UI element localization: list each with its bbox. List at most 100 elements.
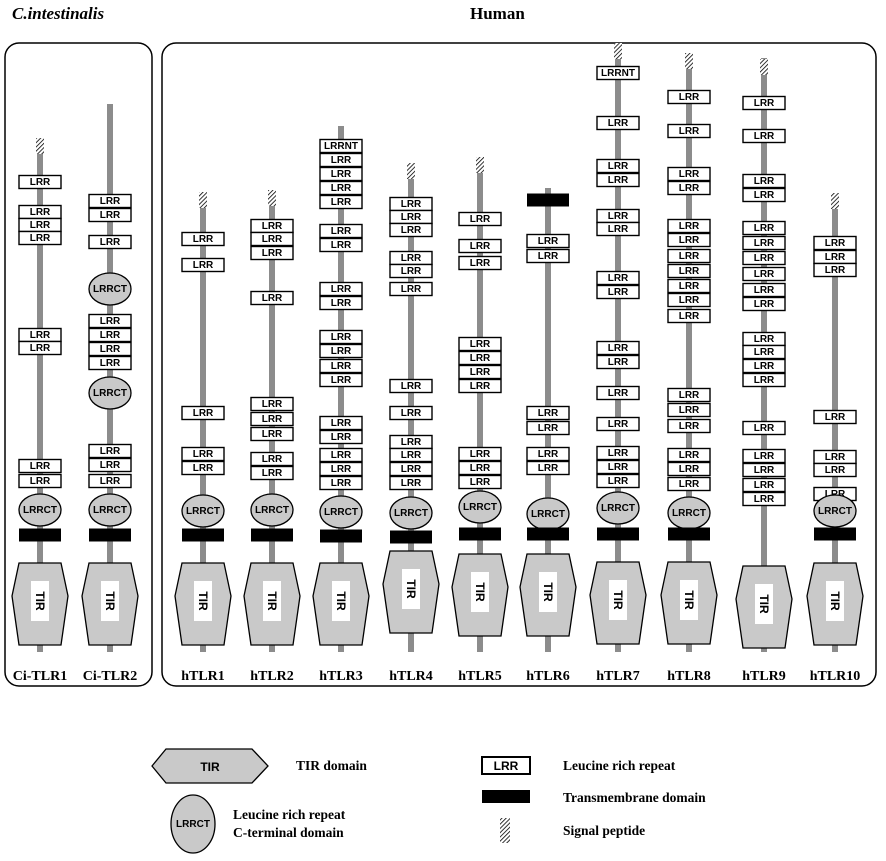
lrr-label: LRR <box>470 449 491 460</box>
lrr-label: LRR <box>401 464 422 475</box>
lrrct-domain <box>88 272 132 306</box>
lrr-box <box>742 448 786 464</box>
tir-inner-box <box>101 581 119 621</box>
lrr-label: LRR <box>331 418 352 429</box>
lrr-box <box>667 447 711 463</box>
lrr-label: LRR <box>754 253 775 264</box>
lrr-label: LRR <box>679 405 700 416</box>
lrr-box <box>667 263 711 279</box>
lrr-label: LRR <box>193 260 214 271</box>
lrr-label: LRR <box>538 251 559 262</box>
lrr-box <box>18 473 62 489</box>
lrr-box <box>526 446 570 462</box>
lrrct-domain <box>18 493 62 527</box>
lrr-label: LRR <box>100 460 121 471</box>
lrrct-label: LRRCT <box>93 388 127 399</box>
lrr-label: LRRNT <box>601 68 635 79</box>
lrr-label: LRR <box>470 353 491 364</box>
lrr-box <box>250 290 294 306</box>
lrr-label: LRR <box>679 281 700 292</box>
tir-label: TIR <box>682 590 696 610</box>
lrr-label: LRR <box>401 381 422 392</box>
lrr-label: LRR <box>470 381 491 392</box>
lrr-box <box>596 172 640 188</box>
tir-inner-box <box>402 569 420 609</box>
lrrct-domain <box>88 493 132 527</box>
tir-inner-box <box>755 584 773 624</box>
lrr-box <box>667 278 711 294</box>
signal-peptide <box>685 53 693 69</box>
lrr-box <box>181 231 225 247</box>
lrr-box <box>88 473 132 489</box>
lrr-box <box>742 477 786 493</box>
lrr-box <box>596 340 640 356</box>
lrr-box <box>319 281 363 297</box>
lrr-label: LRR <box>30 476 51 487</box>
lrr-box <box>526 460 570 476</box>
lrr-box <box>319 429 363 445</box>
receptor-htlr3: LRRNTLRRLRRLRRLRRLRRLRRLRRLRRLRRLRRLRRLR… <box>312 126 370 652</box>
lrr-box <box>181 257 225 273</box>
lrr-label: LRR <box>679 390 700 401</box>
lrr-label: LRR <box>331 375 352 386</box>
lrr-label: LRR <box>262 221 283 232</box>
tir-label: TIR <box>404 579 418 599</box>
lrr-label: LRR <box>608 211 629 222</box>
lrr-label: LRR <box>538 408 559 419</box>
lrrct-label: LRRCT <box>463 502 497 513</box>
lrr-label: LRR <box>679 221 700 232</box>
backbone-shaft <box>37 138 43 652</box>
lrr-label: LRR <box>401 408 422 419</box>
receptor-htlr4: LRRLRRLRRLRRLRRLRRLRRLRRLRRLRRLRRLRRLRRC… <box>382 163 440 652</box>
lrr-box <box>742 420 786 436</box>
lrrct-label: LRRCT <box>531 509 565 520</box>
lrr-label: LRR <box>608 224 629 235</box>
lrr-box <box>18 174 62 190</box>
lrr-box <box>319 447 363 463</box>
lrr-label: LRR <box>608 388 629 399</box>
lrr-label: LRR <box>100 476 121 487</box>
lrr-label: LRR <box>538 423 559 434</box>
lrr-box <box>596 416 640 432</box>
lrr-box <box>813 462 857 478</box>
receptor-label-htlr8: hTLR8 <box>667 669 711 684</box>
lrr-label: LRR <box>30 330 51 341</box>
backbone-shaft <box>477 157 483 652</box>
receptor-label-htlr3: hTLR3 <box>319 669 363 684</box>
legend-sp-symbol <box>500 818 510 843</box>
lrrct-domain <box>88 376 132 410</box>
lrr-box <box>88 313 132 329</box>
transmembrane-domain <box>182 528 224 542</box>
lrr-box <box>526 420 570 436</box>
lrr-box <box>667 166 711 182</box>
backbone-shaft <box>338 126 344 652</box>
lrr-label: LRR <box>679 92 700 103</box>
lrr-label: LRR <box>754 98 775 109</box>
lrr-label: LRR <box>825 265 846 276</box>
lrr-label: LRR <box>608 273 629 284</box>
lrr-box <box>596 158 640 174</box>
lrr-box <box>458 446 502 462</box>
lrr-label: LRR <box>331 432 352 443</box>
lrr-box <box>742 296 786 312</box>
lrr-label: LRR <box>679 266 700 277</box>
lrr-box <box>319 138 363 154</box>
lrr-box <box>389 475 433 491</box>
lrr-label: LRR <box>754 131 775 142</box>
lrr-label: LRR <box>193 463 214 474</box>
lrrct-domain <box>458 490 502 524</box>
lrr-box <box>596 385 640 401</box>
transmembrane-domain <box>527 527 569 541</box>
lrrct-label: LRRCT <box>394 508 428 519</box>
tir-inner-box <box>680 580 698 620</box>
signal-peptide <box>614 43 622 59</box>
tir-label: TIR <box>33 591 47 611</box>
lrr-label: LRR <box>262 429 283 440</box>
lrr-box <box>526 405 570 421</box>
signal-peptide <box>199 192 207 208</box>
lrr-box <box>458 474 502 490</box>
receptor-label-htlr1: hTLR1 <box>181 669 225 684</box>
lrr-box <box>742 282 786 298</box>
lrr-box <box>319 295 363 311</box>
